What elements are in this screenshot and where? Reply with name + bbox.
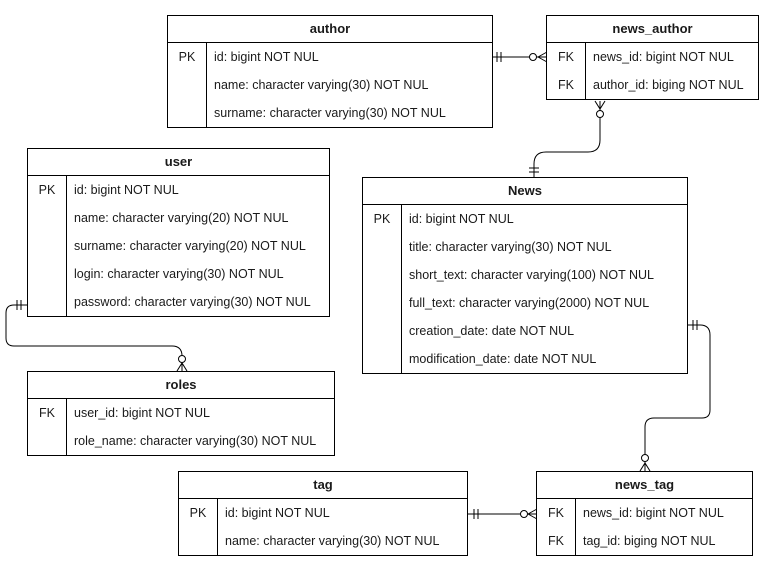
field-cell: id: bigint NOT NUL [214,50,319,64]
field-cell: tag_id: biging NOT NUL [583,534,716,548]
table-author: author PK id: bigint NOT NUL name: charac… [167,15,493,128]
relation-user-roles [5,300,188,372]
table-row: modification_date: date NOT NUL [363,345,687,373]
table-news: News PK id: bigint NOT NUL title: charact… [362,177,688,374]
field-cell: modification_date: date NOT NUL [409,352,597,366]
field-cell: password: character varying(30) NOT NUL [74,295,311,309]
field-cell: news_id: bigint NOT NUL [583,506,724,520]
table-row: name: character varying(20) NOT NUL [28,204,329,232]
table-title: roles [28,372,334,399]
table-row: surname: character varying(30) NOT NUL [168,99,492,127]
relation-news-news-author [529,100,606,177]
field-cell: user_id: bigint NOT NUL [74,406,210,420]
field-cell: author_id: biging NOT NUL [593,78,744,92]
key-cell: FK [548,506,564,520]
key-cell: FK [39,406,55,420]
key-cell: PK [189,506,207,520]
table-row: FK news_id: bigint NOT NUL [537,499,752,527]
key-cell: PK [38,183,56,197]
field-cell: news_id: bigint NOT NUL [593,50,734,64]
table-title: news_tag [537,472,752,499]
table-row: title: character varying(30) NOT NUL [363,233,687,261]
table-row: PK id: bigint NOT NUL [28,176,329,204]
table-row: FK author_id: biging NOT NUL [547,71,758,99]
key-cell: PK [373,212,391,226]
field-cell: role_name: character varying(30) NOT NUL [74,434,317,448]
field-cell: surname: character varying(20) NOT NUL [74,239,306,253]
relation-tag-news-tag [467,508,538,520]
field-cell: surname: character varying(30) NOT NUL [214,106,446,120]
table-news-tag: news_tag FK news_id: bigint NOT NUL FK tag… [536,471,753,556]
field-cell: login: character varying(30) NOT NUL [74,267,284,281]
table-row: role_name: character varying(30) NOT NUL [28,427,334,455]
field-cell: id: bigint NOT NUL [409,212,514,226]
table-user: user PK id: bigint NOT NUL name: characte… [27,148,330,317]
table-title: tag [179,472,467,499]
table-news-author: news_author FK news_id: bigint NOT NUL FK… [546,15,759,100]
table-row: PK id: bigint NOT NUL [168,43,492,71]
table-row: short_text: character varying(100) NOT N… [363,261,687,289]
table-title: News [363,178,687,205]
table-title: user [28,149,329,176]
field-cell: name: character varying(30) NOT NUL [214,78,429,92]
table-tag: tag PK id: bigint NOT NUL name: character… [178,471,468,556]
field-cell: name: character varying(20) NOT NUL [74,211,289,225]
table-title: news_author [547,16,758,43]
field-cell: title: character varying(30) NOT NUL [409,240,612,254]
table-row: creation_date: date NOT NUL [363,317,687,345]
table-row: FK news_id: bigint NOT NUL [547,43,758,71]
key-cell: FK [558,78,574,92]
table-row: name: character varying(30) NOT NUL [168,71,492,99]
field-cell: full_text: character varying(2000) NOT N… [409,296,650,310]
table-row: password: character varying(30) NOT NUL [28,288,329,316]
table-row: FK user_id: bigint NOT NUL [28,399,334,427]
key-cell: PK [178,50,196,64]
relation-author-news-author [492,51,548,63]
key-cell: FK [548,534,564,548]
field-cell: id: bigint NOT NUL [74,183,179,197]
key-cell: FK [558,50,574,64]
table-row: full_text: character varying(2000) NOT N… [363,289,687,317]
table-title: author [168,16,492,43]
field-cell: creation_date: date NOT NUL [409,324,575,338]
table-roles: roles FK user_id: bigint NOT NUL role_nam… [27,371,335,456]
table-row: login: character varying(30) NOT NUL [28,260,329,288]
table-row: surname: character varying(20) NOT NUL [28,232,329,260]
field-cell: short_text: character varying(100) NOT N… [409,268,655,282]
table-row: name: character varying(30) NOT NUL [179,527,467,555]
field-cell: name: character varying(30) NOT NUL [225,534,440,548]
relation-news-news-tag [639,320,711,472]
table-row: FK tag_id: biging NOT NUL [537,527,752,555]
field-cell: id: bigint NOT NUL [225,506,330,520]
table-row: PK id: bigint NOT NUL [179,499,467,527]
table-row: PK id: bigint NOT NUL [363,205,687,233]
